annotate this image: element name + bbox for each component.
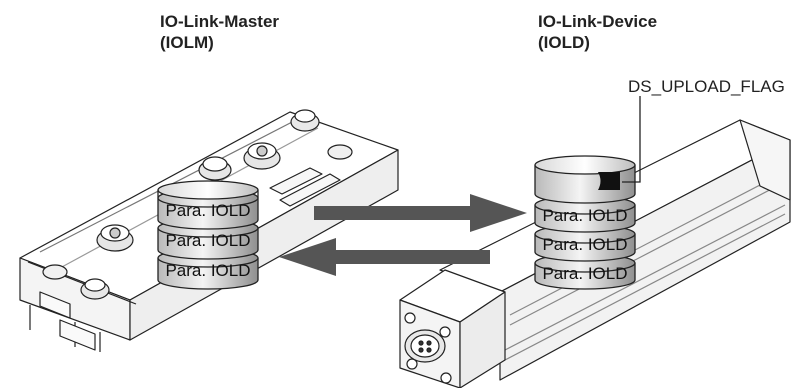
master-parameter-stack	[157, 180, 259, 290]
io-link-device-actuator	[399, 119, 791, 388]
device-stack-item: Para. IOLD	[542, 235, 627, 254]
device-connector	[404, 329, 446, 363]
master-title: IO-Link-Master	[160, 12, 279, 31]
master-subtitle: (IOLM)	[160, 33, 214, 52]
master-connector	[96, 224, 134, 252]
master-connector	[80, 278, 110, 300]
master-connector	[42, 264, 68, 280]
master-connector	[198, 156, 232, 181]
device-title: IO-Link-Device	[538, 12, 657, 31]
device-stack-item: Para. IOLD	[542, 264, 627, 283]
master-stack-item: Para. IOLD	[165, 261, 250, 280]
device-stack-item: Para. IOLD	[542, 206, 627, 225]
master-connector	[290, 109, 320, 132]
master-stack-item: Para. IOLD	[165, 201, 250, 220]
flag-leader-line	[622, 96, 641, 183]
master-connector	[327, 144, 353, 160]
ds-upload-flag-label: DS_UPLOAD_FLAG	[628, 77, 785, 96]
device-subtitle: (IOLD)	[538, 33, 590, 52]
device-parameter-stack	[534, 155, 636, 290]
arrow-to-device	[314, 194, 527, 232]
master-connector	[243, 142, 281, 170]
arrow-to-master	[279, 238, 490, 276]
flag-icon	[598, 172, 620, 190]
master-stack-item: Para. IOLD	[165, 231, 250, 250]
